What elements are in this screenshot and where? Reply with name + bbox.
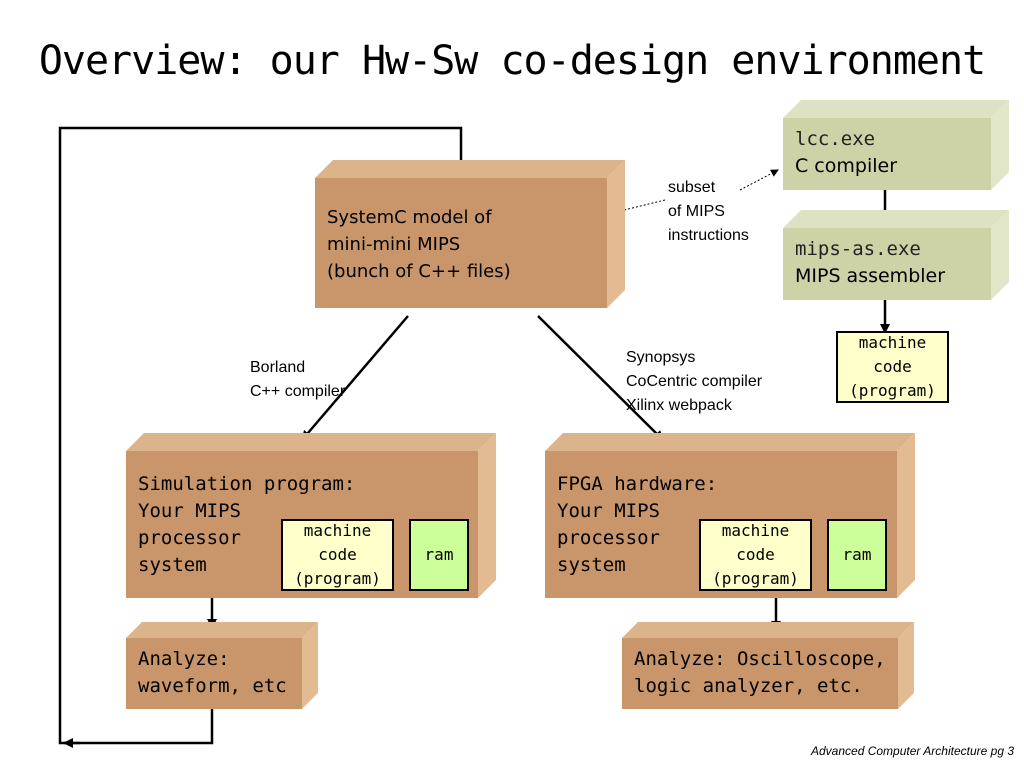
sim-machine-code-line-2: code <box>318 545 357 564</box>
machine-code-top-line-2: code <box>873 357 912 376</box>
synopsys-note: Synopsys CoCentric compiler Xilinx webpa… <box>626 346 762 418</box>
c-compiler-label: C compiler <box>795 155 898 177</box>
sim-machine-code-line-1: machine <box>303 521 372 540</box>
analyze-sim-line-1: Analyze: <box>138 648 230 670</box>
sim-machine-code-line-3: (program) <box>294 569 381 588</box>
analyze-oscilloscope-box: Analyze: Oscilloscope, logic analyzer, e… <box>622 622 914 709</box>
dotted-arrow-to-lcc <box>739 169 779 191</box>
fpga-hardware-box: FPGA hardware: Your MIPS processor syste… <box>545 433 915 598</box>
machine-code-top-line-3: (program) <box>849 381 936 400</box>
analyze-sim-line-2: waveform, etc <box>138 675 287 697</box>
borland-note-line-2: C++ compiler <box>250 383 346 400</box>
sim-ram-label: ram <box>424 545 454 564</box>
arrow-systemc-to-simulation <box>301 315 409 441</box>
simulation-ram-box: ram <box>409 519 469 591</box>
synopsys-note-line-2: CoCentric compiler <box>626 373 763 390</box>
simulation-machine-code-box: machine code (program) <box>281 519 394 591</box>
lcc-compiler-box: lcc.exe C compiler <box>783 100 1009 190</box>
mips-as-exe-label: mips-as.exe <box>795 238 921 260</box>
simulation-line-2: Your MIPS <box>138 500 241 522</box>
fpga-ram-box: ram <box>827 519 887 591</box>
simulation-line-3: processor <box>138 527 241 549</box>
analyze-fpga-line-1: Analyze: Oscilloscope, <box>634 648 886 670</box>
slide-footer: Advanced Computer Architecture pg 3 <box>811 744 1014 758</box>
borland-note: Borland C++ compiler <box>250 356 345 404</box>
systemc-model-box: SystemC model of mini-mini MIPS (bunch o… <box>315 160 625 308</box>
systemc-line-2: mini-mini MIPS <box>327 234 461 255</box>
slide-title: Overview: our Hw-Sw co-design environmen… <box>38 38 986 84</box>
machine-code-top-line-1: machine <box>858 333 927 352</box>
fpga-machine-code-line-1: machine <box>721 521 790 540</box>
dotted-arrow-to-systemc <box>615 199 666 215</box>
simulation-line-4: system <box>138 554 207 576</box>
fpga-machine-code-line-2: code <box>736 545 775 564</box>
analyze-waveform-box: Analyze: waveform, etc <box>126 622 318 709</box>
analyze-fpga-line-2: logic analyzer, etc. <box>634 675 863 697</box>
fpga-machine-code-box: machine code (program) <box>699 519 812 591</box>
borland-note-line-1: Borland <box>250 359 306 376</box>
synopsys-note-line-1: Synopsys <box>626 349 696 366</box>
mips-assembler-label: MIPS assembler <box>795 265 946 287</box>
subset-note-line-3: instructions <box>668 227 749 244</box>
fpga-line-4: system <box>557 554 626 576</box>
mips-assembler-box: mips-as.exe MIPS assembler <box>783 210 1009 300</box>
fpga-line-2: Your MIPS <box>557 500 660 522</box>
machine-code-box-top: machine code (program) <box>836 331 949 403</box>
simulation-line-1: Simulation program: <box>138 473 356 495</box>
subset-note: subset of MIPS instructions <box>668 176 749 248</box>
subset-note-line-2: of MIPS <box>668 203 725 220</box>
fpga-ram-label: ram <box>842 545 872 564</box>
synopsys-note-line-3: Xilinx webpack <box>626 397 732 414</box>
systemc-line-1: SystemC model of <box>327 207 492 228</box>
lcc-exe-label: lcc.exe <box>795 128 876 150</box>
fpga-line-1: FPGA hardware: <box>557 473 718 495</box>
subset-note-line-1: subset <box>668 179 716 196</box>
arrow-systemc-to-fpga <box>537 315 664 441</box>
systemc-line-3: (bunch of C++ files) <box>327 261 511 282</box>
fpga-line-3: processor <box>557 527 660 549</box>
fpga-machine-code-line-3: (program) <box>712 569 799 588</box>
simulation-program-box: Simulation program: Your MIPS processor … <box>126 433 496 598</box>
feedback-loop-line <box>58 126 466 745</box>
